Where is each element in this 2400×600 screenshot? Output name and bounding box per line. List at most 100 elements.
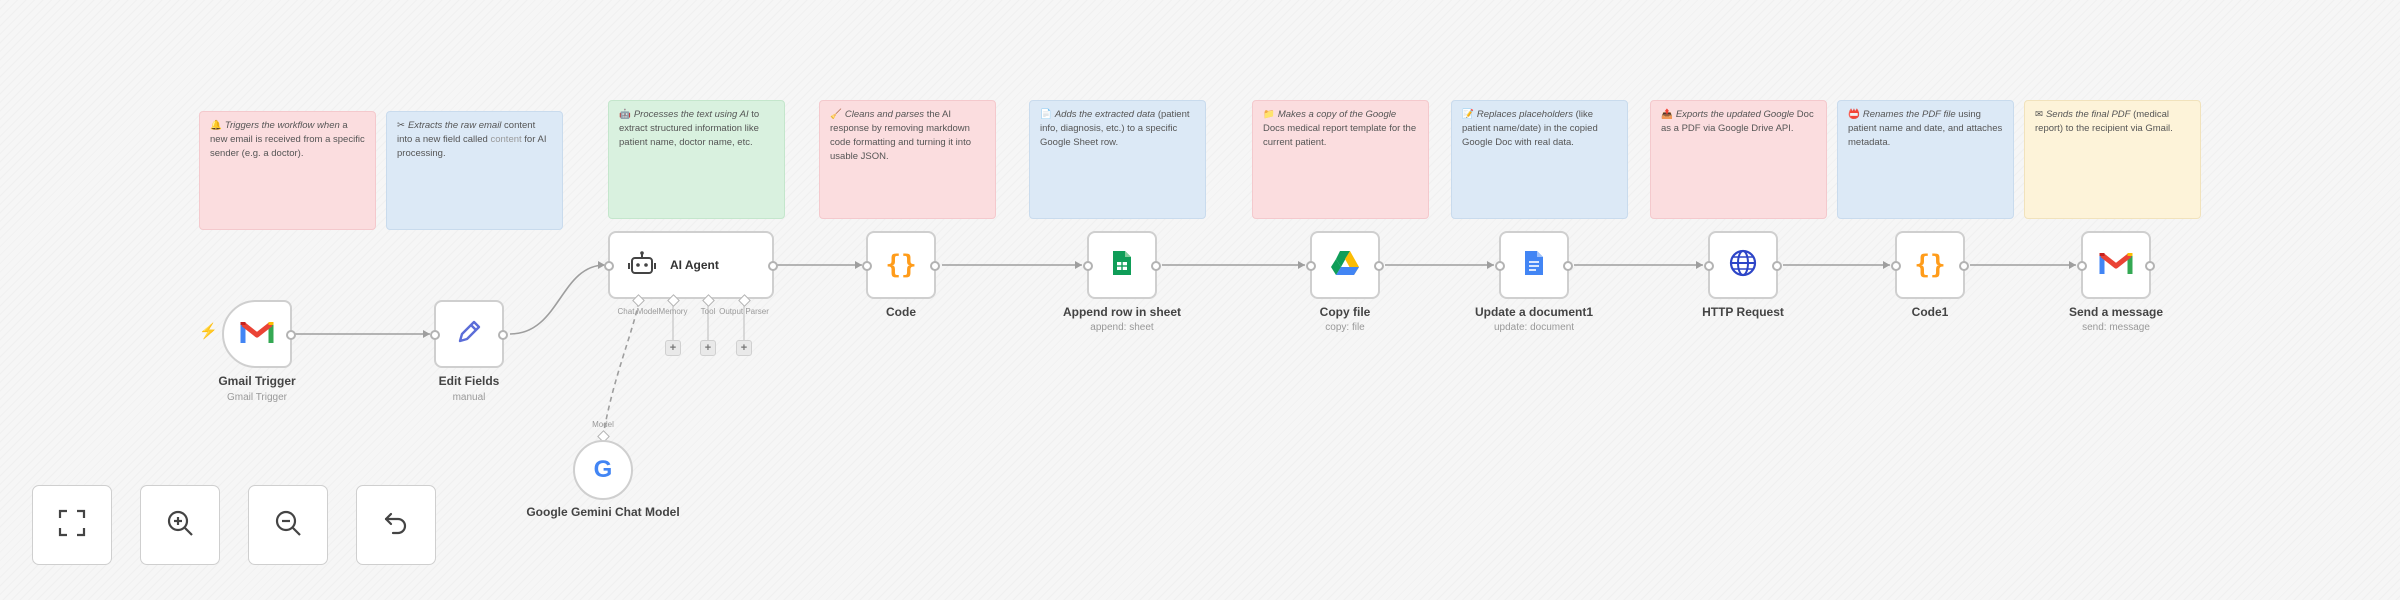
google-sheets-icon [1111, 249, 1133, 282]
zoom-out-icon [273, 508, 303, 543]
output-port[interactable] [1959, 261, 1969, 271]
input-port[interactable] [1495, 261, 1505, 271]
input-port[interactable] [1704, 261, 1714, 271]
sticky-note-code1[interactable]: 📛Renames the PDF file using patient name… [1837, 100, 2014, 219]
node-label: Code1 [1911, 305, 1949, 319]
output-port[interactable] [286, 330, 296, 340]
output-port[interactable] [1563, 261, 1573, 271]
scissors-emoji: ✂ [397, 120, 405, 131]
code-node[interactable]: {} [862, 231, 940, 299]
google-docs-icon [1523, 249, 1545, 282]
trigger-bolt-icon: ⚡ [199, 323, 218, 340]
input-port[interactable] [1891, 261, 1901, 271]
google-g-icon: G [593, 456, 613, 483]
note-lead: Renames the PDF file [1862, 109, 1956, 120]
note-lead: Exports the updated Google [1675, 109, 1795, 120]
edit-fields-node[interactable] [430, 300, 508, 368]
sticky-note-code[interactable]: 🧹Cleans and parses the AI response by re… [819, 100, 996, 219]
output-port[interactable] [768, 261, 778, 271]
braces-icon: {} [1914, 250, 1946, 280]
note-text: using patient name and date, and attache… [1848, 109, 2003, 148]
copy-file-node[interactable] [1306, 231, 1384, 299]
undo-icon [381, 508, 411, 543]
node-label: Edit Fields [438, 374, 500, 388]
sticky-note-http-request[interactable]: 📤Exports the updated Google Doc as a PDF… [1650, 100, 1827, 219]
note-tail: for AI processing. [397, 134, 547, 159]
note-text: (medical report) to the recipient via Gm… [2035, 109, 2173, 134]
input-port[interactable] [1083, 261, 1093, 271]
note-text: content into a new field called [397, 120, 536, 145]
input-port[interactable] [1306, 261, 1316, 271]
add-memory-button[interactable]: + [665, 340, 681, 356]
google-drive-icon [1330, 250, 1360, 281]
output-port[interactable] [498, 330, 508, 340]
output-port[interactable] [930, 261, 940, 271]
note-text: (like patient name/date) in the copied G… [1462, 109, 1598, 148]
sticky-note-send-message[interactable]: ✉Sends the final PDF (medical report) to… [2024, 100, 2201, 219]
note-text: (patient info, diagnosis, etc.) to a spe… [1040, 109, 1190, 148]
zoom-in-button[interactable] [140, 485, 220, 565]
http-request-node[interactable] [1704, 231, 1782, 299]
update-document-node[interactable] [1495, 231, 1573, 299]
folder-emoji: 📁 [1263, 109, 1275, 120]
note-lead: Triggers the workflow when [224, 120, 340, 131]
note-lead: Processes the text using AI [633, 109, 749, 120]
port-label-memory: Memory [658, 307, 688, 316]
node-label: Copy file [1319, 305, 1371, 319]
google-gemini-node[interactable]: G [573, 440, 633, 500]
input-port[interactable] [862, 261, 872, 271]
node-subtitle: update: document [1493, 322, 1575, 333]
sticky-note-ai-agent[interactable]: 🤖Processes the text using AI to extract … [608, 100, 785, 219]
gmail-icon [240, 319, 274, 350]
node-subtitle: append: sheet [1090, 322, 1154, 333]
node-subtitle: copy: file [1325, 322, 1365, 333]
fit-view-button[interactable] [32, 485, 112, 565]
node-label: Google Gemini Chat Model [526, 505, 680, 519]
reset-view-button[interactable] [356, 485, 436, 565]
envelope-emoji: ✉ [2035, 109, 2043, 120]
node-label: Update a document1 [1474, 305, 1594, 319]
add-tool-button[interactable]: + [700, 340, 716, 356]
note-lead: Makes a copy of the Google [1277, 109, 1397, 120]
send-message-node[interactable] [2077, 231, 2155, 299]
output-port[interactable] [1151, 261, 1161, 271]
name-badge-emoji: 📛 [1848, 109, 1860, 120]
page-emoji: 📄 [1040, 109, 1052, 120]
memo-emoji: 📝 [1462, 109, 1474, 120]
gmail-icon [2099, 250, 2133, 281]
port-label-tool: Tool [700, 307, 716, 316]
connection-gemini-agent [602, 299, 640, 438]
sticky-note-update-document[interactable]: 📝Replaces placeholders (like patient nam… [1451, 100, 1628, 219]
input-port[interactable] [604, 261, 614, 271]
note-lead: Adds the extracted data [1054, 109, 1156, 120]
node-subtitle: send: message [2082, 322, 2150, 333]
input-port[interactable] [2077, 261, 2087, 271]
port-label-output-parser: Output Parser [719, 307, 769, 316]
output-port[interactable] [1772, 261, 1782, 271]
node-subtitle: manual [452, 392, 486, 403]
robot-emoji: 🤖 [619, 109, 631, 120]
outbox-emoji: 📤 [1661, 109, 1673, 120]
sticky-note-copy-file[interactable]: 📁Makes a copy of the Google Docs medical… [1252, 100, 1429, 219]
sticky-note-gmail-trigger[interactable]: 🔔Triggers the workflow when a new email … [199, 111, 376, 230]
note-text: Doc as a PDF via Google Drive API. [1661, 109, 1814, 134]
zoom-out-button[interactable] [248, 485, 328, 565]
ai-agent-node[interactable]: AI Agent [604, 231, 778, 299]
sticky-note-edit-fields[interactable]: ✂Extracts the raw email content into a n… [386, 111, 563, 230]
input-port[interactable] [430, 330, 440, 340]
connection-edit-agent [509, 264, 606, 335]
note-text: a new email is received from a specific … [210, 120, 365, 159]
sticky-note-append-row[interactable]: 📄Adds the extracted data (patient info, … [1029, 100, 1206, 219]
gmail-trigger-node[interactable] [222, 300, 296, 368]
node-label: Send a message [2068, 305, 2164, 319]
node-label: Append row in sheet [1062, 305, 1181, 319]
add-output-parser-button[interactable]: + [736, 340, 752, 356]
code1-node[interactable]: {} [1891, 231, 1969, 299]
note-text: the AI response by removing markdown cod… [830, 109, 972, 162]
node-label: Code [886, 305, 916, 319]
output-port[interactable] [2145, 261, 2155, 271]
node-label: HTTP Request [1702, 305, 1784, 319]
append-row-node[interactable] [1083, 231, 1161, 299]
output-port[interactable] [1374, 261, 1384, 271]
